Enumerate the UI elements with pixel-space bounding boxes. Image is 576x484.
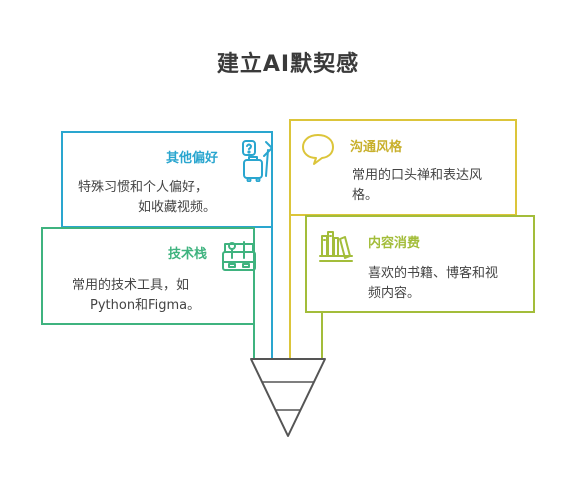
- card-content-title: 内容消费: [368, 236, 421, 251]
- card-tech-stack: [41, 227, 255, 325]
- card-tech-stack-title: 技术栈: [168, 247, 208, 262]
- speech-bubble-icon: [302, 134, 334, 165]
- diagram-title: 建立AI默契感: [216, 52, 360, 77]
- card-content: [305, 215, 535, 313]
- card-tech-stack-text-1: 常用的技术工具，如: [72, 278, 190, 293]
- toolbox-icon: [222, 241, 256, 271]
- card-preferences-title: 其他偏好: [166, 151, 219, 166]
- card-communication-text-1: 常用的口头禅和表达风: [352, 168, 483, 183]
- card-communication-text-2: 格。: [352, 188, 379, 203]
- bookshelf-icon: [319, 231, 353, 262]
- card-content-text-2: 频内容。: [368, 286, 421, 301]
- card-preferences-text-2: 如收藏视频。: [138, 200, 217, 215]
- funnel-icon: [250, 358, 326, 437]
- card-tech-stack-text-2: Python和Figma。: [90, 298, 201, 313]
- card-preferences-text-1: 特殊习惯和个人偏好，: [78, 180, 209, 195]
- card-preferences: [61, 131, 273, 228]
- card-content-text-1: 喜欢的书籍、博客和视: [368, 266, 499, 281]
- card-communication-title: 沟通风格: [350, 140, 403, 155]
- person-umbrella-luggage-icon: [242, 140, 273, 182]
